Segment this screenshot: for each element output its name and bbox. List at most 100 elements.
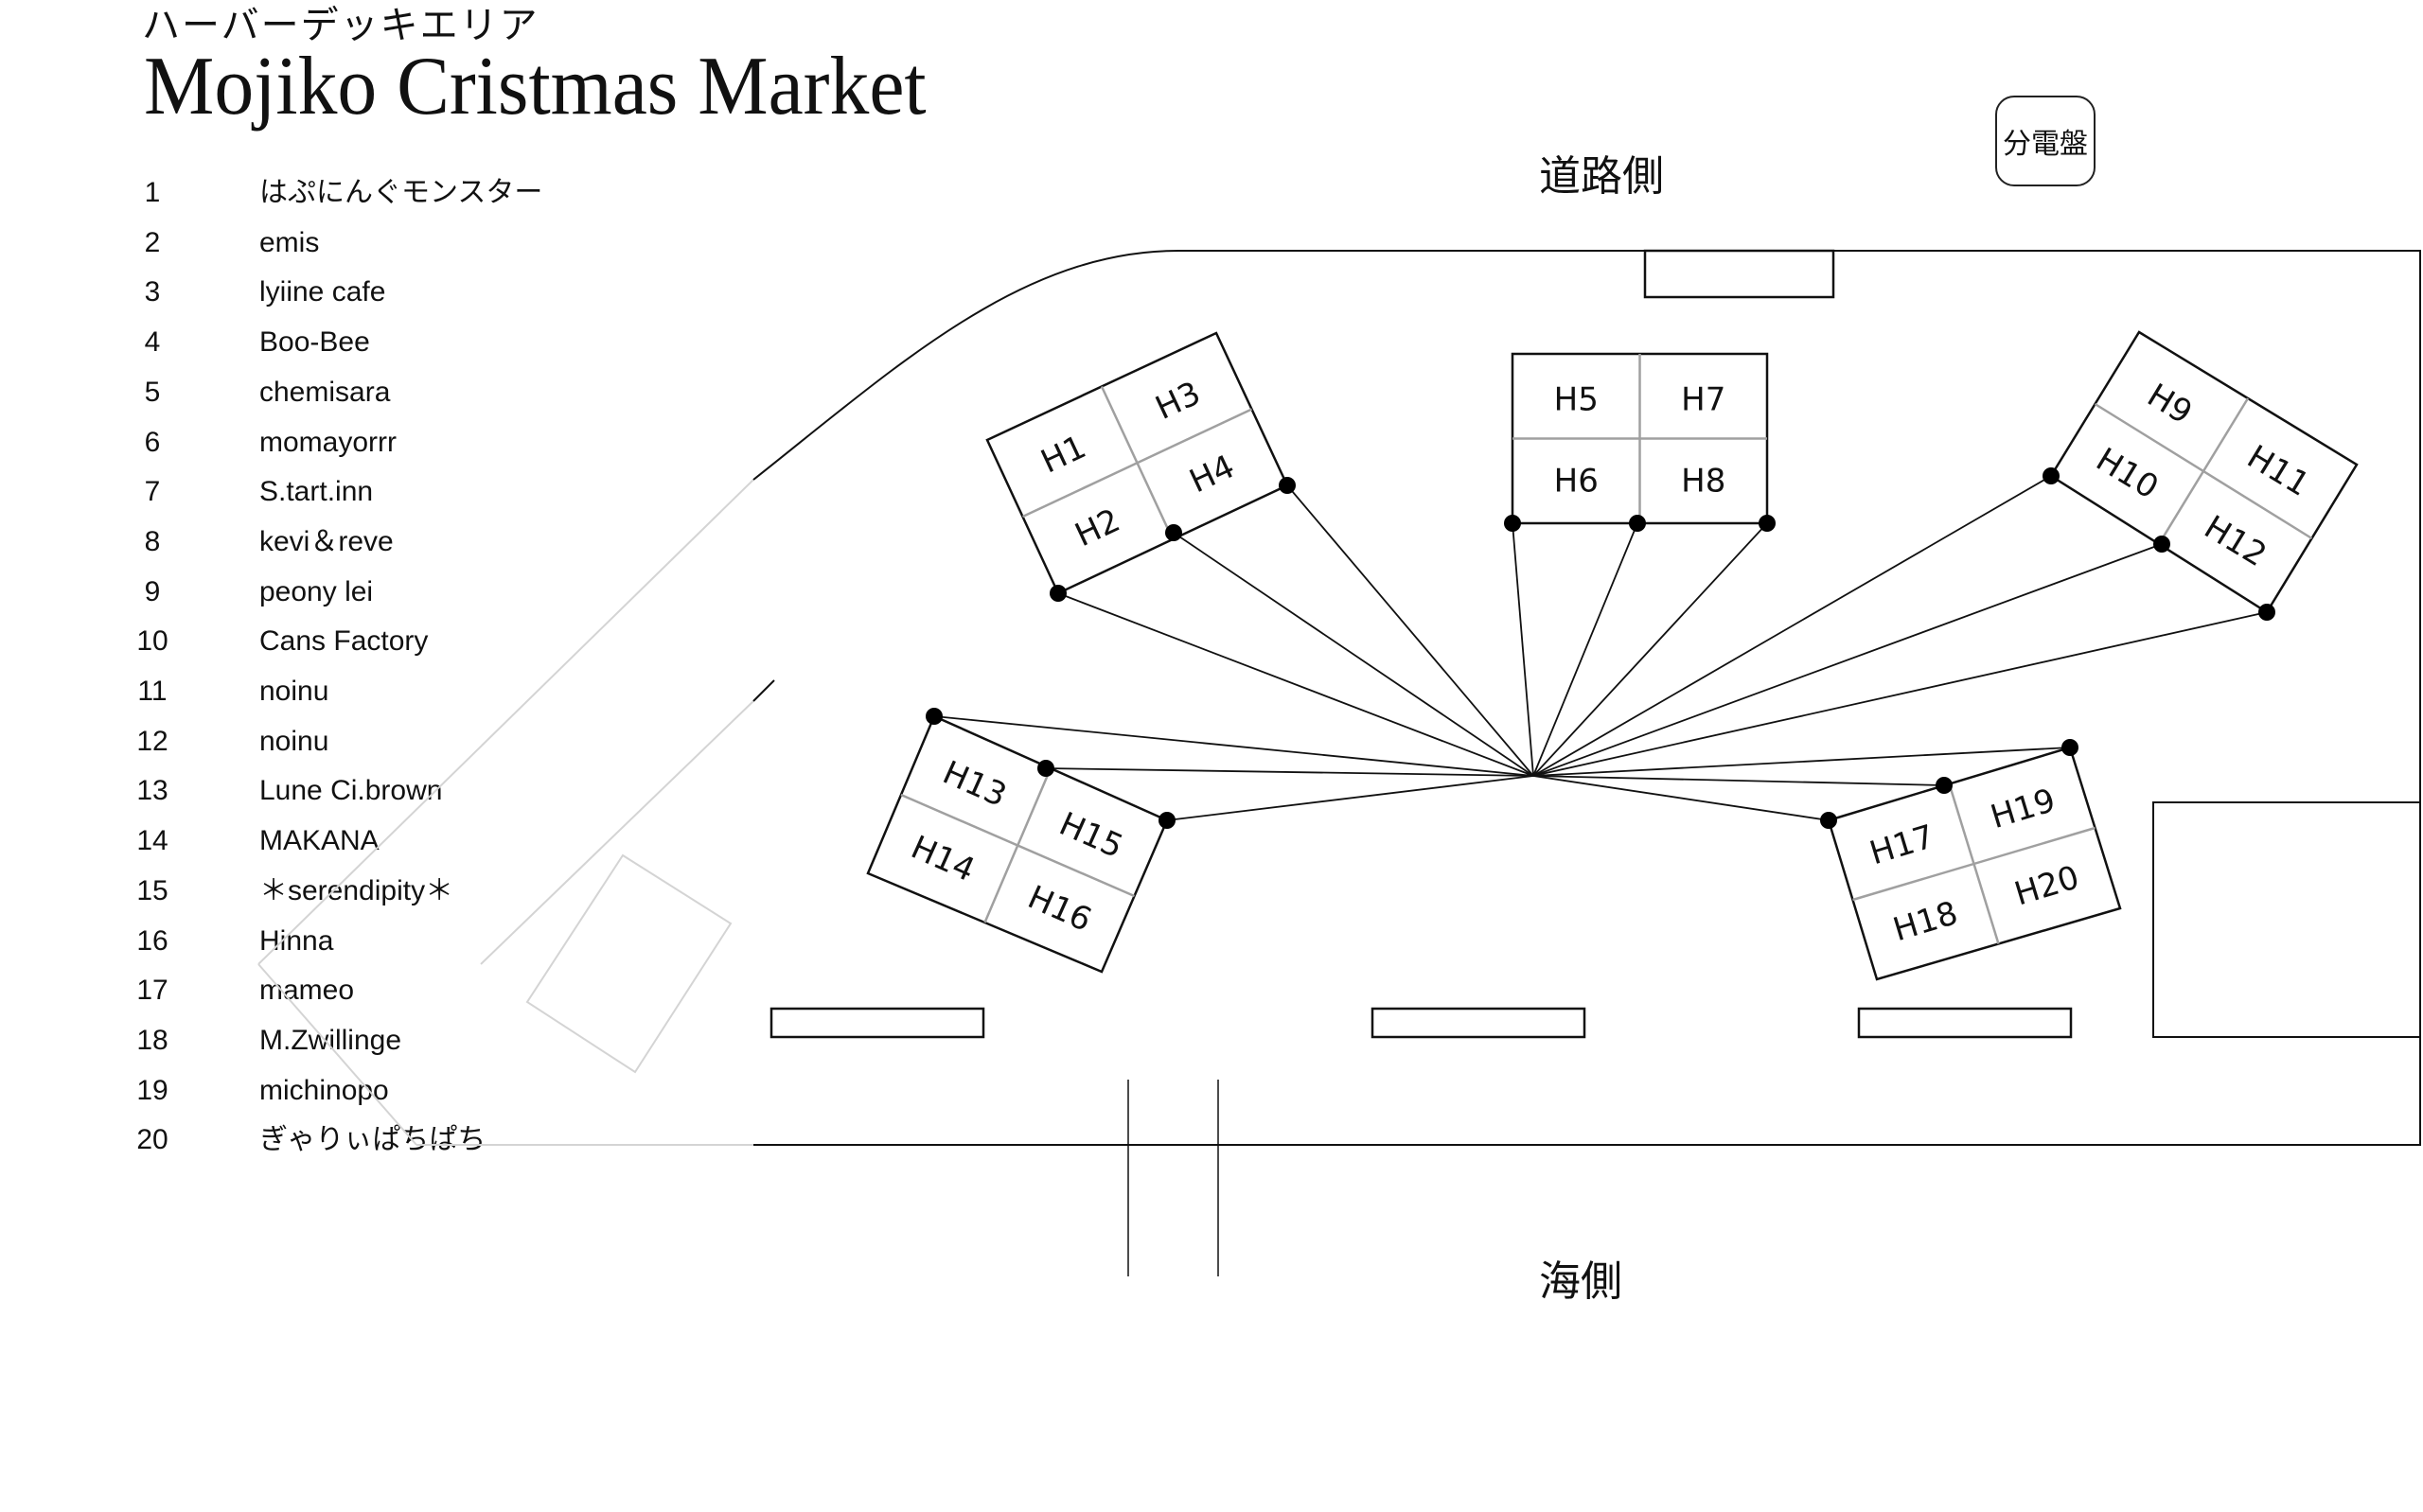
vendor-list-item: 11 noinu (0, 667, 663, 716)
vendor-list-item: 4 Boo-Bee (0, 318, 663, 367)
power-cable (1532, 775, 1945, 786)
vendor-number: 20 (136, 1124, 168, 1156)
vendor-list-item: 10 Cans Factory (0, 617, 663, 666)
cable-connection-dot (1279, 477, 1296, 494)
cable-connection-dot (2043, 467, 2060, 484)
power-cable (1512, 522, 1534, 777)
vendor-list-item: 3 lyiine cafe (0, 268, 663, 317)
vendor-name: ぎゃりぃぱちぱち (259, 1124, 486, 1156)
vendor-number: 10 (136, 625, 168, 658)
vendor-number: 16 (136, 924, 168, 957)
booth-divider (2094, 402, 2313, 540)
vendor-list-item: 19 michinopo (0, 1066, 663, 1116)
booth-label[interactable]: H5 (1554, 380, 1599, 418)
vendor-list-item: 1 はぷにんぐモンスター (0, 168, 663, 218)
cable-connection-dot (1936, 777, 1953, 794)
power-cable (1166, 775, 1534, 821)
fixtures (769, 249, 2421, 1039)
vendor-list-item: 15＊serendipity＊ (0, 867, 663, 916)
vendor-name: michinopo (259, 1074, 389, 1106)
fixture-bench (1857, 1007, 2073, 1039)
booth-label[interactable]: H8 (1681, 462, 1725, 500)
fixture-bench (1371, 1007, 1586, 1039)
power-panel-label: 分電盤 (2003, 128, 2088, 161)
vendor-name: M.Zwillinge (259, 1024, 402, 1056)
vendor-name: kevi＆reve (259, 525, 394, 557)
vendor-name: MAKANA (259, 825, 380, 857)
vendor-name: はぷにんぐモンスター (259, 177, 543, 208)
cable-connection-dot (1165, 524, 1182, 541)
cable-connection-dot (2153, 536, 2170, 553)
power-cable (1173, 532, 1534, 777)
pier-lines (1127, 1080, 1219, 1276)
vendor-name: peony lei (259, 575, 374, 607)
power-panel-box: 分電盤 (1995, 96, 2096, 186)
vendor-number: 1 (144, 177, 161, 208)
vendor-number: 3 (144, 276, 161, 308)
vendor-list-item: 14 MAKANA (0, 817, 663, 866)
road-side-label: 道路側 (1539, 152, 1664, 201)
vendor-number: 7 (144, 476, 161, 508)
power-cable (1532, 543, 2163, 777)
cable-connection-dot (2258, 604, 2275, 621)
vendor-name: chemisara (259, 376, 391, 408)
vendor-name: ＊serendipity＊ (259, 874, 454, 906)
faint-structure-outline (525, 853, 733, 1074)
power-cables (933, 475, 2268, 821)
vendor-number: 6 (144, 426, 161, 458)
cable-connection-dot (1629, 515, 1646, 532)
venue-edge-segment (752, 679, 775, 702)
vendor-number: 8 (144, 525, 161, 557)
vendor-number: 11 (137, 676, 168, 707)
vendor-name: lyiine cafe (259, 276, 386, 308)
cable-connection-dot (1504, 515, 1521, 532)
vendor-number: 4 (144, 326, 161, 359)
vendor-name: Boo-Bee (259, 326, 370, 359)
vendor-list-item: 9 peony lei (0, 568, 663, 617)
vendor-name: mameo (259, 975, 355, 1007)
vendor-name: Lune Ci.brown (259, 775, 443, 807)
faint-boundary-line (257, 479, 754, 965)
area-subtitle: ハーバーデッキエリア (142, 4, 539, 47)
cable-connection-dot (2061, 739, 2078, 756)
cable-connection-dot (1759, 515, 1776, 532)
vendor-number: 9 (144, 575, 161, 607)
vendor-number: 17 (136, 975, 168, 1007)
fixture-top (1643, 249, 1835, 299)
booth-divider (1852, 826, 2096, 902)
venue-outline (752, 250, 2421, 1146)
vendor-list-item: 12 noinu (0, 717, 663, 766)
booth-label[interactable]: H6 (1554, 462, 1599, 500)
vendor-number: 18 (136, 1024, 168, 1056)
booth-label[interactable]: H7 (1681, 380, 1725, 418)
vendor-name: S.tart.inn (259, 476, 374, 508)
vendor-list-item: 20 ぎゃりぃぱちぱち (0, 1116, 663, 1165)
sea-side-label: 海側 (1539, 1257, 1622, 1306)
vendor-name: noinu (259, 725, 329, 757)
faint-boundary-line (480, 700, 754, 965)
power-cable (1532, 775, 1830, 821)
vendor-number: 12 (136, 725, 168, 757)
fixture-bench (769, 1007, 985, 1039)
vendor-list-item: 8 kevi＆reve (0, 518, 663, 567)
power-cable (933, 715, 1534, 777)
vendor-list-item: 7 S.tart.inn (0, 467, 663, 517)
power-cable (1532, 522, 1638, 777)
faint-structures (257, 479, 754, 1146)
booth-divider (1021, 408, 1253, 519)
power-cable (1532, 475, 2052, 777)
fixture-building (2152, 801, 2421, 1038)
vendor-number: 2 (144, 226, 161, 258)
vendor-name: noinu (259, 676, 329, 707)
vendor-number: 14 (136, 825, 168, 857)
vendor-number: 19 (136, 1074, 168, 1106)
vendor-name: Cans Factory (259, 625, 429, 658)
